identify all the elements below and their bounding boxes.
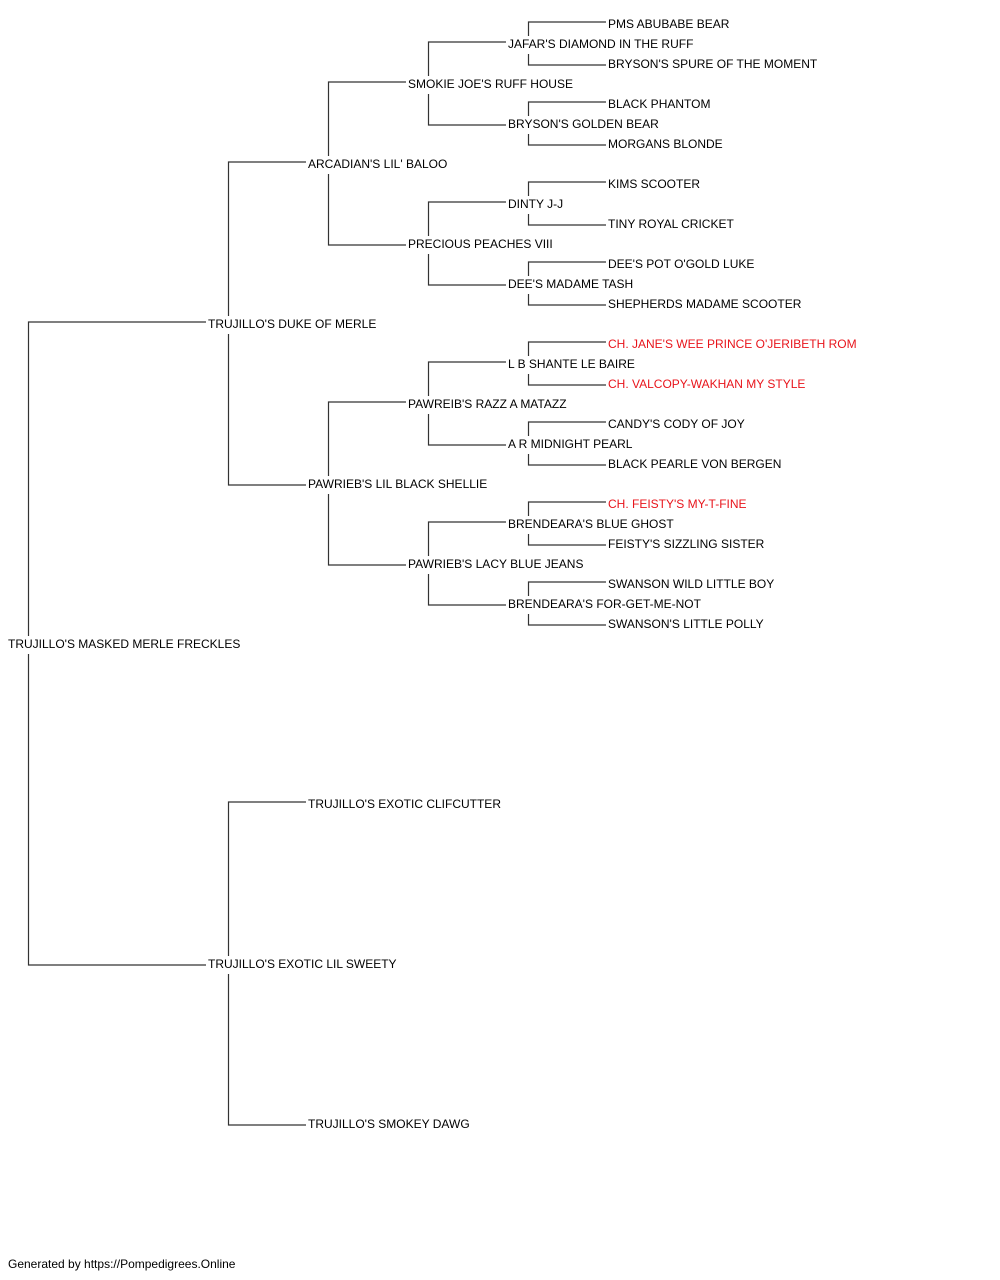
connector	[27, 654, 206, 966]
connector	[227, 161, 306, 316]
paternal-grandsire-name: ARCADIAN'S LIL' BALOO	[308, 157, 448, 171]
ancestor-name: SWANSON WILD LITTLE BOY	[608, 577, 775, 591]
connector	[227, 334, 306, 486]
connector	[527, 421, 606, 436]
connector	[427, 361, 506, 396]
ancestor-name: DEE'S MADAME TASH	[508, 277, 634, 291]
ancestor-name: L B SHANTE LE BAIRE	[508, 357, 635, 371]
connector	[427, 521, 506, 556]
ancestor-name: CANDY'S CODY OF JOY	[608, 417, 745, 431]
ancestor-name: BRENDEARA'S FOR-GET-ME-NOT	[508, 597, 701, 611]
connector	[527, 341, 606, 356]
connector	[527, 581, 606, 596]
ancestor-name: TINY ROYAL CRICKET	[608, 217, 734, 231]
connector	[327, 81, 406, 156]
ancestor-name: DINTY J-J	[508, 197, 564, 211]
ancestor-name: BLACK PHANTOM	[608, 97, 711, 111]
ancestor-name: MORGANS BLONDE	[608, 137, 723, 151]
maternal-granddam-name: TRUJILLO'S SMOKEY DAWG	[308, 1117, 470, 1131]
connector	[327, 174, 406, 246]
connector	[527, 261, 606, 276]
connector	[527, 54, 606, 66]
ancestor-name: A R MIDNIGHT PEARL	[508, 437, 633, 451]
ancestor-name: BRYSON'S SPURE OF THE MOMENT	[608, 57, 818, 71]
subject-dog-name: TRUJILLO'S MASKED MERLE FRECKLES	[8, 637, 241, 651]
connector	[527, 454, 606, 466]
connector	[427, 201, 506, 236]
sire-name: TRUJILLO'S DUKE OF MERLE	[208, 317, 377, 331]
connector	[527, 214, 606, 226]
connector	[527, 501, 606, 516]
ancestor-name: BRYSON'S GOLDEN BEAR	[508, 117, 659, 131]
connector	[427, 41, 506, 76]
connector	[327, 494, 406, 566]
ancestor-name: JAFAR'S DIAMOND IN THE RUFF	[508, 37, 694, 51]
ancestor-name: SMOKIE JOE'S RUFF HOUSE	[408, 77, 573, 91]
maternal-grandsire-name: TRUJILLO'S EXOTIC CLIFCUTTER	[308, 797, 501, 811]
generator-credit: Generated by https://Pompedigrees.Online	[8, 1257, 236, 1271]
ancestor-name: PMS ABUBABE BEAR	[608, 17, 730, 31]
connector	[527, 101, 606, 116]
connector	[527, 21, 606, 36]
ancestor-name: PRECIOUS PEACHES VIII	[408, 237, 553, 251]
connector	[527, 374, 606, 386]
dam-name: TRUJILLO'S EXOTIC LIL SWEETY	[208, 957, 397, 971]
connector	[27, 321, 206, 636]
champion-ancestor-name: CH. FEISTY'S MY-T-FINE	[608, 497, 747, 511]
champion-ancestor-name: CH. JANE'S WEE PRINCE O'JERIBETH ROM	[608, 337, 857, 351]
ancestor-name: SHEPHERDS MADAME SCOOTER	[608, 297, 802, 311]
connector	[527, 614, 606, 626]
ancestor-name: SWANSON'S LITTLE POLLY	[608, 617, 764, 631]
ancestor-name: PAWREIB'S RAZZ A MATAZZ	[408, 397, 567, 411]
connector	[527, 134, 606, 146]
connector	[527, 181, 606, 196]
connector	[527, 294, 606, 306]
connector	[427, 94, 506, 126]
ancestor-name: KIMS SCOOTER	[608, 177, 701, 191]
connector	[427, 574, 506, 606]
paternal-granddam-name: PAWRIEB'S LIL BLACK SHELLIE	[308, 477, 488, 491]
ancestor-name: DEE'S POT O'GOLD LUKE	[608, 257, 755, 271]
connector	[527, 534, 606, 546]
connector	[427, 254, 506, 286]
connector	[227, 974, 306, 1126]
ancestor-name: BLACK PEARLE VON BERGEN	[608, 457, 782, 471]
ancestor-name: BRENDEARA'S BLUE GHOST	[508, 517, 674, 531]
connector	[427, 414, 506, 446]
ancestor-name: FEISTY'S SIZZLING SISTER	[608, 537, 765, 551]
champion-ancestor-name: CH. VALCOPY-WAKHAN MY STYLE	[608, 377, 806, 391]
connector	[227, 801, 306, 956]
connector	[327, 401, 406, 476]
ancestor-name: PAWRIEB'S LACY BLUE JEANS	[408, 557, 584, 571]
